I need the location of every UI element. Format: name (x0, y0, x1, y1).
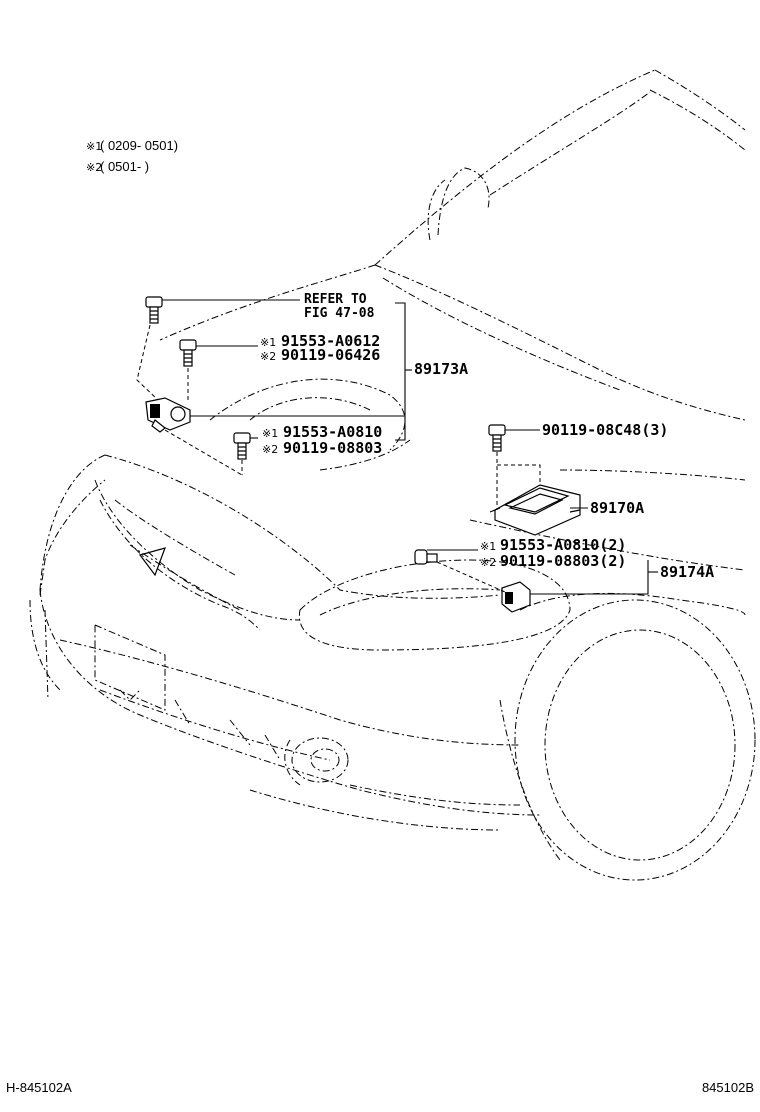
refer-line-2: FIG 47-08 (304, 306, 375, 321)
callout-2-mark: ※2 (260, 350, 276, 363)
footer-left-code: H-845102A (6, 1080, 72, 1095)
assembly-89173a: 89173A (414, 360, 468, 378)
bolt-center-right (488, 424, 506, 452)
airbag-control-unit (489, 484, 581, 536)
footer-right-code: 845102B (702, 1080, 754, 1095)
callout-1-mark: ※1 (260, 336, 276, 349)
callout-1-part: 91553-A0612 (281, 332, 380, 350)
note-1-text: ( 0209- 0501) (100, 138, 178, 153)
note-2-mark: ※2 (86, 161, 102, 174)
callout-4-mark: ※2 (262, 443, 278, 456)
callout-5-part: 90119-08C48(3) (542, 421, 668, 439)
note-2-text: ( 0501- ) (100, 159, 149, 174)
bolt-lower (233, 432, 251, 460)
callout-6-part: 91553-A0810(2) (500, 536, 626, 554)
note-1-mark: ※1 (86, 140, 102, 153)
callout-6-mark: ※1 (480, 540, 496, 553)
side-airbag-sensor (501, 581, 531, 613)
front-airbag-sensor (145, 397, 191, 433)
callout-7-part: 90119-08803(2) (500, 552, 626, 570)
callout-3-mark: ※1 (262, 427, 278, 440)
car-body-outline (29, 69, 756, 881)
assembly-89174a: 89174A (660, 563, 714, 581)
callout-2-part: 90119-06426 (281, 346, 380, 364)
callout-7-mark: ※2 (480, 556, 496, 569)
callout-3-part: 91553-A0810 (283, 423, 382, 441)
bolt-side-sensor (414, 549, 438, 565)
refer-line-1: REFER TO (304, 292, 367, 307)
assembly-89170a: 89170A (590, 499, 644, 517)
callout-4-part: 90119-08803 (283, 439, 382, 457)
install-lines (136, 324, 541, 593)
bolt-mid (179, 339, 197, 367)
callout-leaders (162, 299, 658, 595)
bolt-top (145, 296, 163, 324)
